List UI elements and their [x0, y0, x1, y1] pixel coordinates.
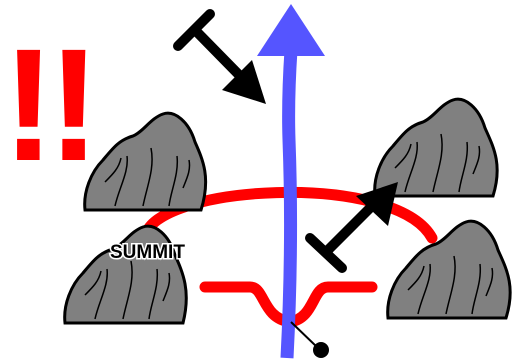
anchor-pin-icon: [291, 322, 329, 358]
summit-label: SUMMIT: [110, 242, 185, 263]
exclamation-mark-text: !!: [2, 15, 93, 194]
piton-hammer-arrow-icon: [178, 14, 266, 104]
rock-icon: [375, 99, 498, 196]
rock-icon: [388, 221, 511, 318]
exclamation-icon: !!: [2, 15, 93, 194]
rock-icon: [65, 226, 187, 323]
rock-icon: [85, 113, 206, 210]
